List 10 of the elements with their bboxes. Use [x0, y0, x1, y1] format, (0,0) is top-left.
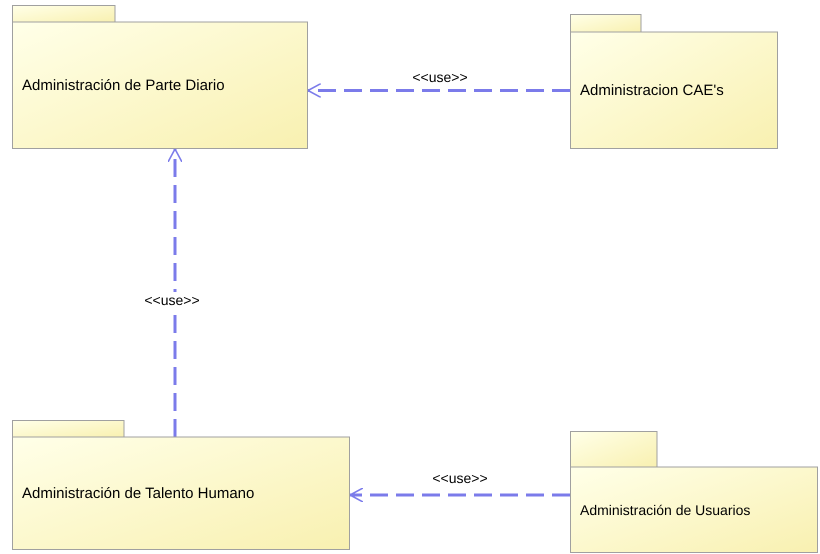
package-name: Administracion CAE's: [580, 82, 724, 99]
edge-label: <<use>>: [143, 292, 201, 308]
package-name: Administración de Parte Diario: [22, 77, 225, 94]
dependency-arrow: [167, 148, 183, 437]
package-name: Administración de Usuarios: [580, 502, 750, 518]
edge-label: <<use>>: [411, 69, 469, 85]
package-name: Administración de Talento Humano: [22, 485, 254, 502]
dependency-arrow: [349, 487, 570, 503]
edge-label: <<use>>: [431, 470, 489, 486]
dependency-arrow: [307, 82, 570, 98]
